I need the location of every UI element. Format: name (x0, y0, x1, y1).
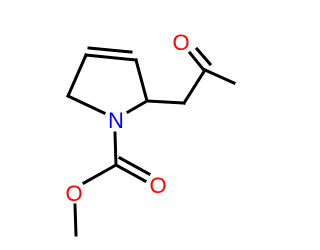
bond-ketone-co-b (194, 46, 213, 67)
bond-c5-n1 (66, 94, 106, 115)
bond-n1-ccarbamate (113, 131, 118, 167)
atom-label-layer: O N O O (65, 30, 189, 206)
bond-ch2-cketone (181, 67, 208, 106)
bond-c2-ch2 (145, 99, 186, 105)
bond-layer (66, 46, 236, 237)
bond-c3-c4 (84, 53, 138, 62)
ester-oxygen-label: O (65, 181, 82, 206)
bond-n1-c2 (125, 98, 150, 115)
nitrogen-label: N (108, 108, 124, 133)
ketone-oxygen-label: O (172, 30, 189, 55)
carbonyl-oxygen-label: O (149, 173, 166, 198)
structure-canvas: O N O O (65, 30, 236, 237)
bond-c2-c3 (134, 58, 149, 103)
bond-carbamate-co-a (113, 162, 148, 184)
bond-c4-c5 (66, 53, 88, 98)
bond-c3-c4-inner (87, 46, 133, 54)
bond-carbamate-co-b (117, 155, 152, 177)
bond-ketone-co-a (187, 50, 206, 72)
bond-ccarbamate-oester (81, 162, 119, 186)
bond-oester-ch3 (73, 203, 78, 237)
bond-cketone-ch3 (203, 68, 236, 85)
chemical-structure: O N O O (65, 30, 236, 237)
